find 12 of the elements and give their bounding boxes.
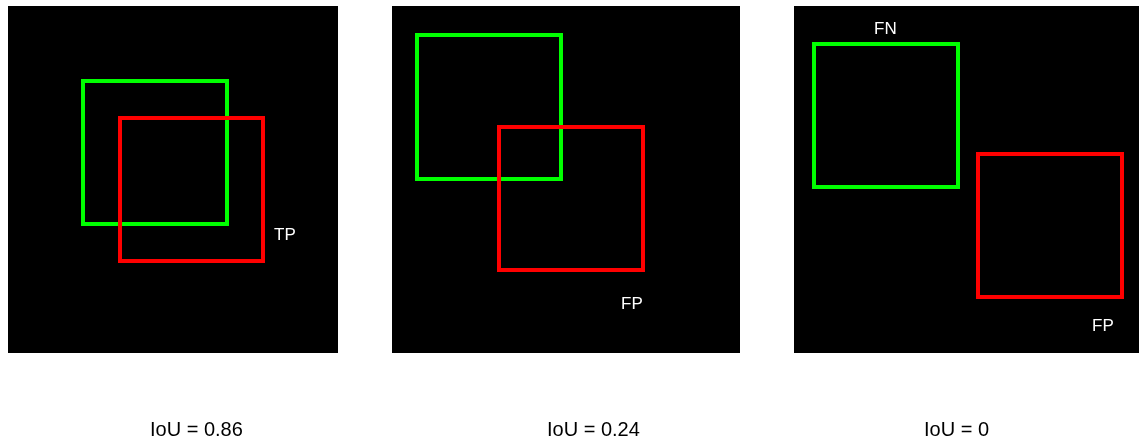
ground-truth-box — [415, 33, 563, 181]
ground-truth-box — [81, 79, 229, 226]
iou-caption: IoU = 0.24 — [547, 418, 640, 441]
iou-caption: IoU = 0.86 — [150, 418, 243, 441]
detection-label: TP — [274, 225, 296, 245]
iou-caption: IoU = 0 — [924, 418, 990, 441]
detection-label: FP — [1092, 316, 1114, 336]
detection-label: FP — [621, 294, 643, 314]
image-panel — [8, 6, 338, 353]
image-panel — [392, 6, 740, 353]
detection-label: FN — [874, 19, 897, 39]
image-panel — [794, 6, 1139, 353]
